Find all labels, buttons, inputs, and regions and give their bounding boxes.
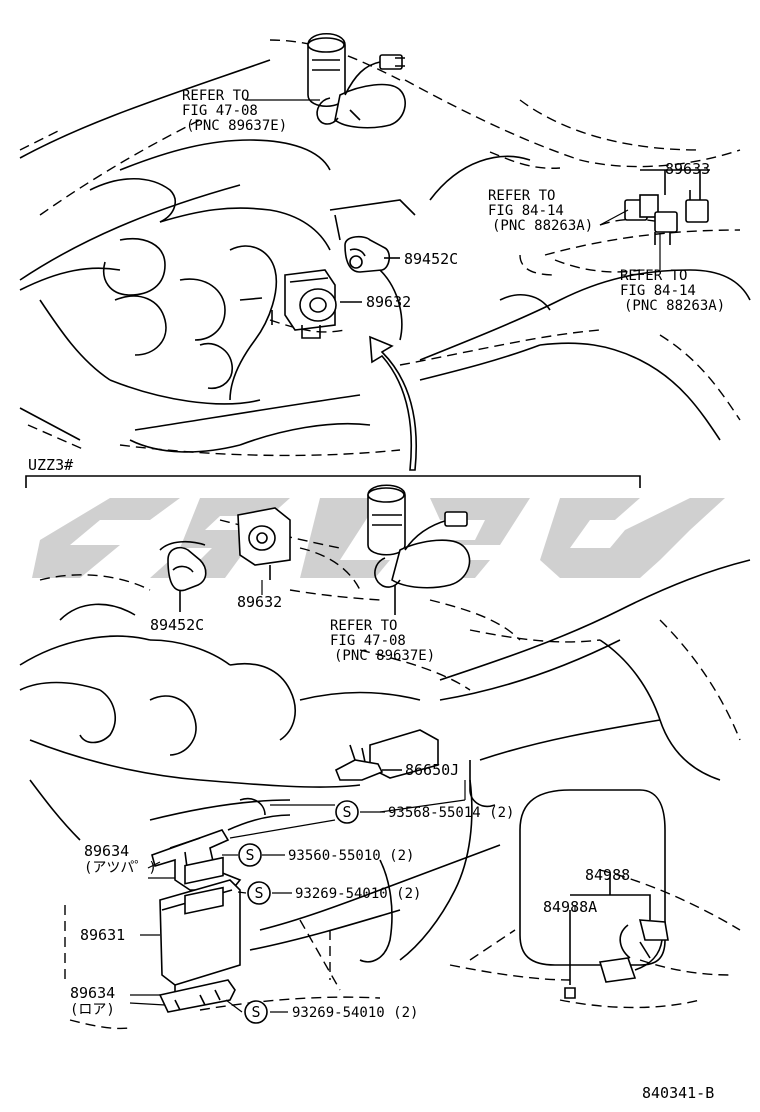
part-86650j <box>334 729 466 813</box>
upper-relays-89633 <box>624 169 710 245</box>
refer-line: FIG 84-14 <box>488 203 564 219</box>
screw-label-93568: 93568-55014 (2) <box>388 805 514 821</box>
upper-body-outline <box>19 59 751 453</box>
upper-leaders <box>245 99 661 270</box>
refer-line: REFER TO <box>620 268 687 284</box>
part-label-89631: 89631 <box>80 926 125 944</box>
connectors-84988 <box>564 875 669 999</box>
part-label-89452c: 89452C <box>404 250 458 268</box>
upper-part-89452c <box>344 235 400 273</box>
part-note-upper: (アツパ゜) <box>84 860 157 876</box>
refer-line: (PNC 89637E) <box>334 648 435 664</box>
refer-line: (PNC 89637E) <box>186 118 287 134</box>
section-label: UZZ3# <box>28 456 73 474</box>
screw-symbol-1: S <box>335 800 359 824</box>
part-label-89633: 89633 <box>665 160 710 178</box>
part-label-89634-upper: 89634 <box>84 842 129 860</box>
screw-leaders <box>222 804 385 1013</box>
lower-part-89632 <box>237 507 291 580</box>
part-note-lower: (ロア) <box>70 1002 115 1018</box>
upper-labels: REFER TO FIG 47-08 (PNC 89637E) 89633 RE… <box>182 88 725 314</box>
upper-relay-89637e <box>307 33 406 129</box>
part-label-89632: 89632 <box>237 593 282 611</box>
screw-label-93269-a: 93269-54010 (2) <box>295 886 421 902</box>
part-label-84988a: 84988A <box>543 898 597 916</box>
part-label-86650j: 86650J <box>405 761 459 779</box>
screw-symbol-3: S <box>247 881 271 905</box>
refer-line: REFER TO <box>488 188 555 204</box>
diagram-code: 840341-B <box>642 1084 714 1102</box>
screw-symbol-text: S <box>245 846 254 864</box>
bracket-89634-lower <box>158 979 236 1013</box>
screw-label-93269-b: 93269-54010 (2) <box>292 1005 418 1021</box>
lower-labels: 89632 89452C REFER TO FIG 47-08 (PNC 896… <box>70 593 630 1021</box>
lower-dashed-lines <box>39 519 741 1030</box>
refer-line: (PNC 88263A) <box>624 298 725 314</box>
ecu-89631 <box>159 856 241 995</box>
refer-line: REFER TO <box>330 618 397 634</box>
lower-body-outline <box>19 559 751 966</box>
screw-symbol-text: S <box>251 1003 260 1021</box>
refer-line: FIG 47-08 <box>182 103 258 119</box>
lower-leaders <box>129 580 576 1006</box>
view-arrow <box>369 335 418 471</box>
screw-symbol-text: S <box>342 803 351 821</box>
part-label-89452c: 89452C <box>150 616 204 634</box>
screw-symbol-2: S <box>238 843 262 867</box>
refer-line: FIG 47-08 <box>330 633 406 649</box>
section-bracket <box>25 475 641 488</box>
watermark <box>32 498 725 578</box>
screw-symbol-4: S <box>244 1000 268 1024</box>
part-label-89634-lower: 89634 <box>70 984 115 1002</box>
screw-label-93560: 93560-55010 (2) <box>288 848 414 864</box>
lower-part-89452c <box>159 540 207 612</box>
upper-part-89632 <box>284 269 362 339</box>
refer-line: FIG 84-14 <box>620 283 696 299</box>
refer-line: (PNC 88263A) <box>492 218 593 234</box>
part-label-89632: 89632 <box>366 293 411 311</box>
lower-relay-89637e <box>367 484 471 615</box>
refer-line: REFER TO <box>182 88 249 104</box>
part-label-84988: 84988 <box>585 866 630 884</box>
screw-symbol-text: S <box>254 884 263 902</box>
